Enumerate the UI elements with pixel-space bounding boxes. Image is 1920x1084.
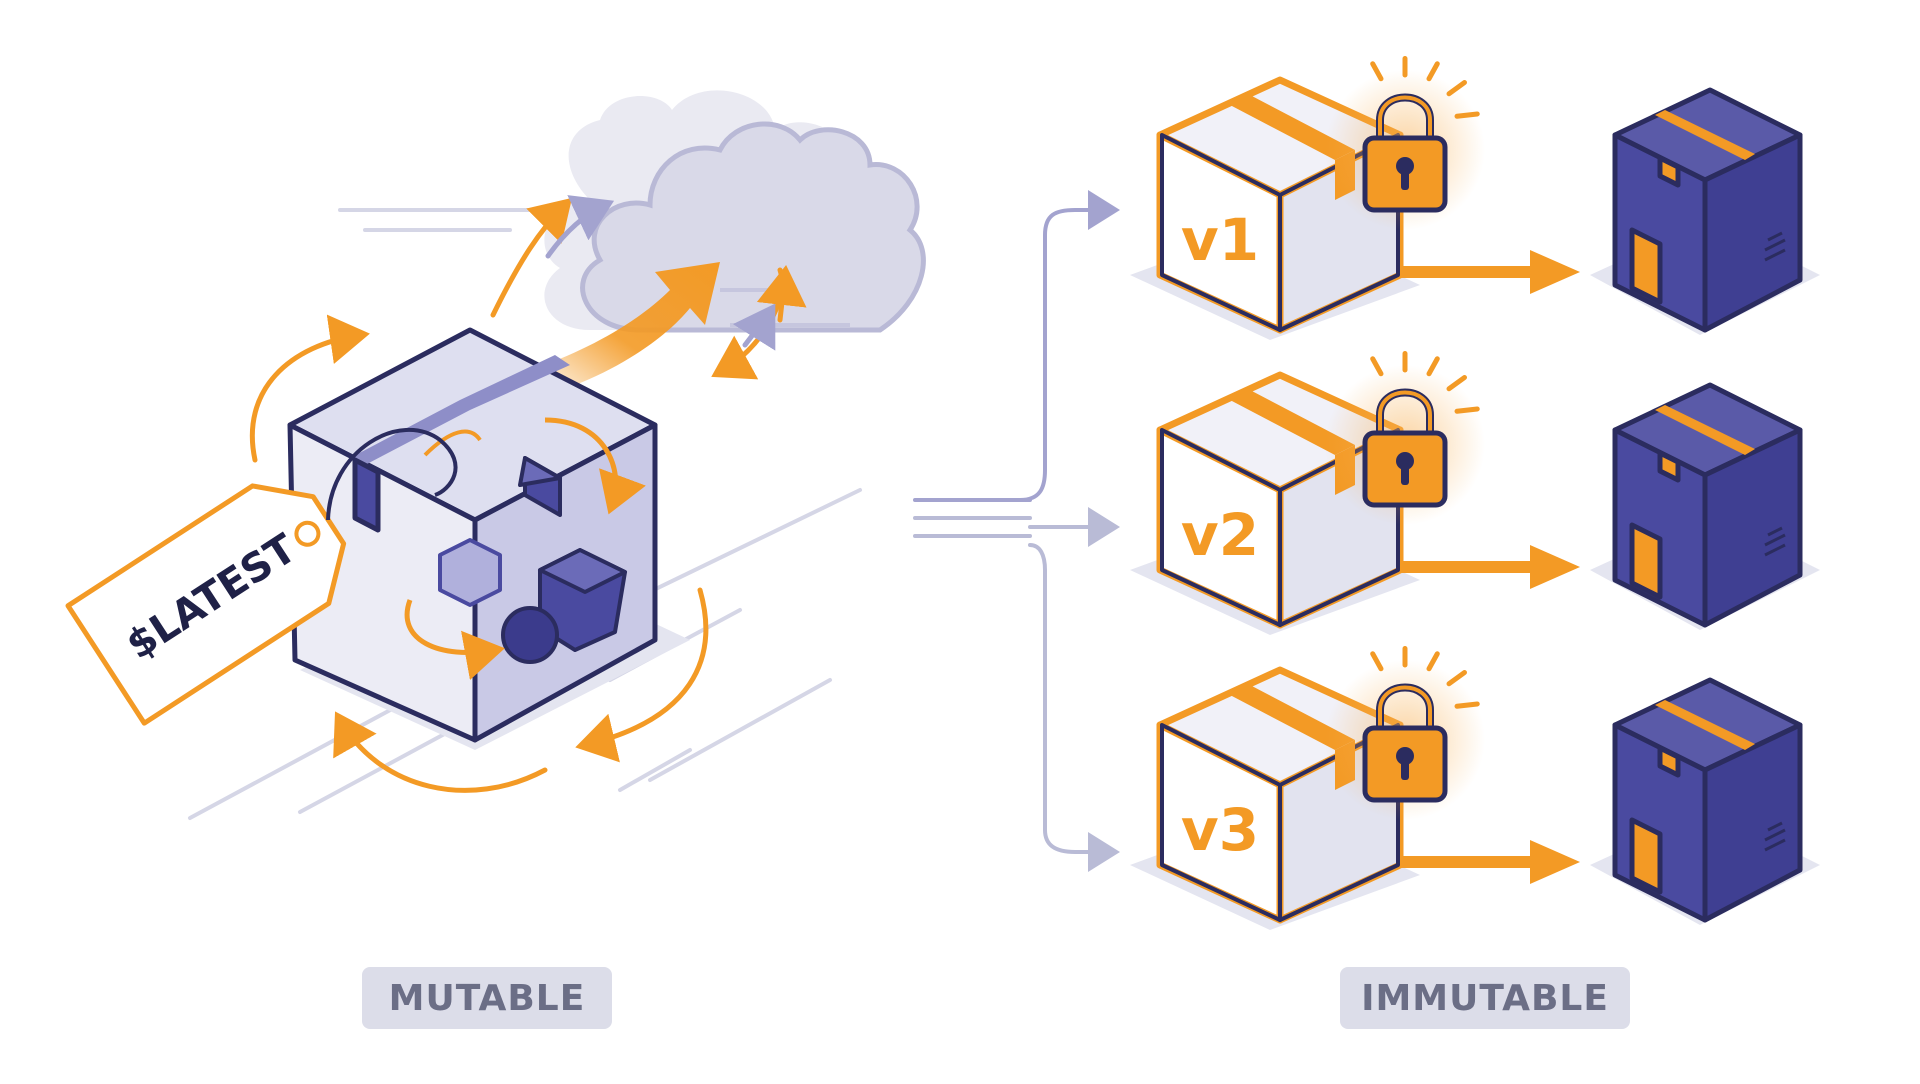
version-connector: [913, 190, 1120, 872]
lock-icon: [1325, 56, 1485, 230]
mutable-box-icon: [287, 327, 690, 750]
version-label: v1: [1181, 206, 1259, 274]
version-row: v1: [1130, 56, 1820, 340]
upload-arrow-icon: [530, 262, 720, 395]
tag-string: [326, 428, 458, 521]
version-row: v3: [1130, 646, 1820, 930]
mutable-section: $LATEST: [65, 90, 926, 820]
cloud-icon: [544, 90, 926, 333]
artifact-box-icon: [1590, 677, 1820, 925]
version-label: v2: [1181, 501, 1259, 569]
lock-icon: [1325, 646, 1485, 820]
artifact-box-icon: [1590, 382, 1820, 630]
lock-icon: [1325, 351, 1485, 525]
immutable-label: IMMUTABLE: [1340, 967, 1630, 1029]
version-box-icon: [1156, 371, 1404, 629]
version-row: v2: [1130, 351, 1820, 635]
sync-arrows: [490, 195, 807, 380]
mutable-label: MUTABLE: [362, 967, 612, 1029]
artifact-box-icon: [1590, 87, 1820, 335]
immutable-section: v1 v2 v3: [1130, 56, 1820, 930]
version-label: v3: [1181, 796, 1259, 864]
